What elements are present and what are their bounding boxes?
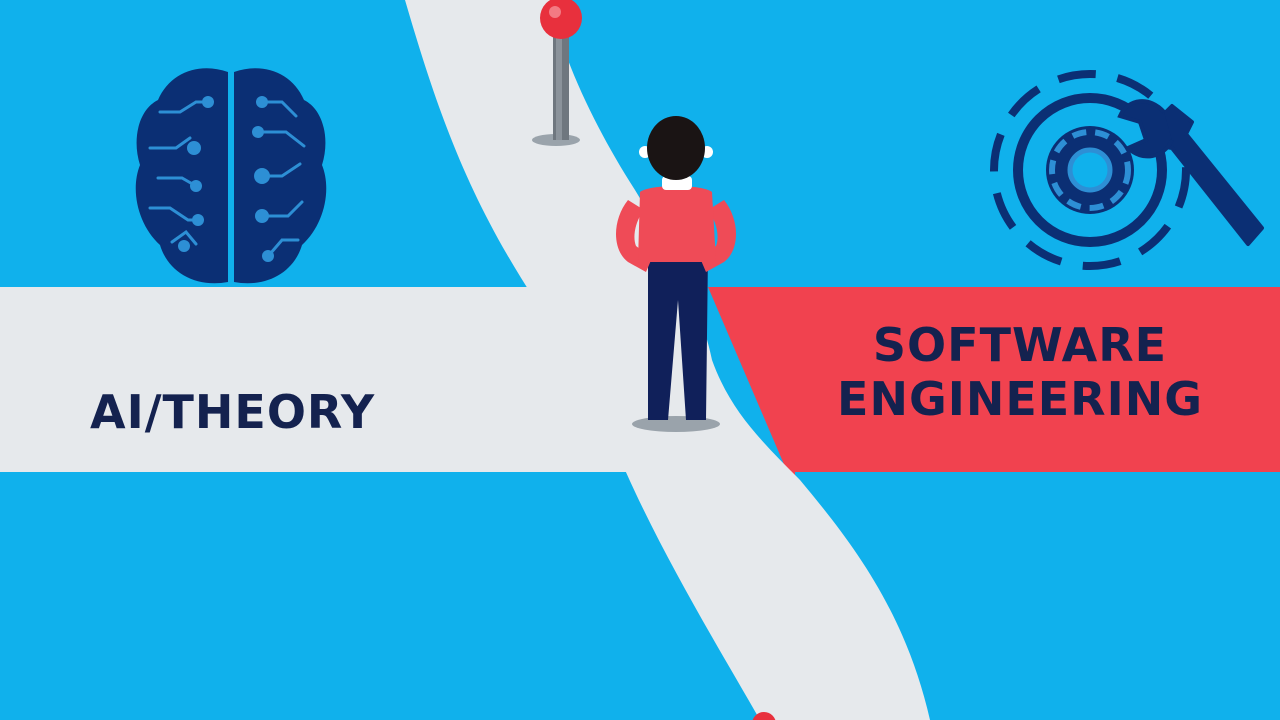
ai-theory-path: [0, 287, 640, 472]
bottom-marker: [752, 712, 776, 720]
person-figure: [616, 116, 736, 432]
software-engineering-line-1: SOFTWARE: [872, 318, 1168, 372]
brain-circuit-icon: [135, 68, 327, 284]
gear-wrench-icon: [990, 70, 1264, 270]
signpost-marker: [532, 0, 582, 146]
software-path: [708, 287, 1280, 490]
software-engineering-label: SOFTWARE ENGINEERING: [760, 318, 1280, 426]
software-engineering-line-2: ENGINEERING: [837, 372, 1203, 426]
ai-theory-label: AI/THEORY: [90, 385, 376, 439]
